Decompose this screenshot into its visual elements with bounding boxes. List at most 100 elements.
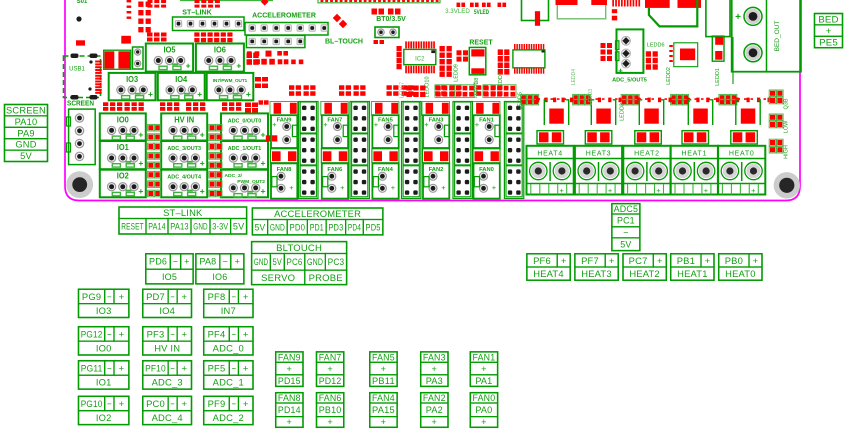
svg-text:PF5: PF5 (208, 362, 226, 373)
svg-text:HV IN: HV IN (174, 115, 194, 124)
svg-text:+: + (432, 417, 438, 427)
svg-text:PD0: PD0 (289, 222, 305, 233)
svg-text:HEAT0: HEAT0 (725, 268, 756, 279)
svg-text:FAN3: FAN3 (423, 352, 446, 362)
svg-text:+: + (119, 291, 125, 302)
svg-text:IO3: IO3 (126, 75, 139, 84)
svg-text:+: + (138, 129, 143, 139)
svg-text:ADC_4/OUT4: ADC_4/OUT4 (167, 175, 201, 181)
svg-text:+: + (197, 89, 202, 99)
svg-text:PA8: PA8 (199, 257, 216, 267)
svg-text:IO4: IO4 (175, 75, 188, 84)
svg-text:IN7: IN7 (221, 305, 236, 316)
svg-text:−: − (232, 398, 237, 409)
svg-text:+: + (235, 257, 240, 267)
svg-text:+: + (751, 186, 756, 195)
svg-text:+: + (181, 362, 187, 373)
svg-text:3-3V: 3-3V (212, 221, 229, 232)
svg-text:−: − (173, 257, 178, 267)
svg-text:PD1: PD1 (310, 222, 324, 233)
svg-text:FAN2: FAN2 (423, 393, 446, 403)
svg-text:+: + (735, 12, 741, 23)
svg-text:+: + (381, 364, 387, 374)
svg-text:+: + (236, 60, 241, 70)
svg-text:IC2: IC2 (415, 57, 425, 63)
svg-text:PF8: PF8 (208, 291, 226, 302)
svg-text:PG12: PG12 (81, 328, 103, 339)
svg-text:PB1: PB1 (677, 255, 695, 266)
svg-text:+: + (119, 362, 125, 373)
svg-text:HV IN: HV IN (154, 342, 180, 353)
svg-text:PC3: PC3 (328, 257, 345, 268)
svg-text:FAN7: FAN7 (327, 117, 342, 123)
svg-text:+: + (243, 362, 249, 373)
svg-text:FAN9: FAN9 (277, 117, 293, 123)
svg-text:+: + (261, 186, 266, 196)
svg-text:RESET: RESET (469, 40, 493, 47)
svg-text:IO6: IO6 (214, 46, 227, 55)
svg-text:PD15: PD15 (278, 376, 301, 386)
svg-text:PD3: PD3 (328, 222, 343, 233)
svg-text:FAN5: FAN5 (378, 117, 394, 123)
svg-text:PA14: PA14 (148, 221, 166, 232)
svg-text:+: + (200, 158, 205, 168)
svg-text:PF4: PF4 (208, 328, 226, 339)
svg-text:−: − (170, 362, 175, 373)
svg-text:HEAT3: HEAT3 (586, 151, 612, 158)
svg-text:+: + (246, 89, 251, 99)
svg-text:FAN4: FAN4 (378, 167, 394, 173)
svg-text:+: + (119, 398, 125, 409)
svg-text:+: + (186, 60, 191, 70)
svg-text:PD12: PD12 (319, 376, 342, 386)
svg-text:PF9: PF9 (208, 398, 226, 409)
svg-text:PB10: PB10 (319, 405, 342, 415)
svg-text:GND: GND (15, 140, 36, 150)
svg-text:LEDC3: LEDC3 (473, 82, 479, 98)
svg-text:FAN2: FAN2 (429, 167, 444, 173)
svg-text:ADC_3: ADC_3 (152, 377, 183, 388)
svg-text:PB0: PB0 (725, 255, 743, 266)
svg-text:ADC_3/OUT3: ADC_3/OUT3 (167, 146, 201, 152)
svg-text:HEAT2: HEAT2 (634, 151, 660, 158)
svg-text:PG11: PG11 (81, 362, 103, 373)
svg-text:PA1: PA1 (475, 376, 492, 386)
svg-text:3.3VLED: 3.3VLED (445, 8, 470, 15)
svg-text:−: − (107, 398, 112, 409)
svg-text:ADC5: ADC5 (614, 204, 638, 214)
svg-text:+: + (374, 120, 379, 129)
svg-text:+: + (138, 158, 143, 168)
svg-text:IO6: IO6 (212, 272, 227, 282)
svg-text:PB11: PB11 (372, 376, 395, 386)
svg-text:SERVO: SERVO (261, 273, 295, 284)
svg-text:FAN8: FAN8 (278, 393, 301, 403)
svg-text:+: + (704, 186, 709, 195)
svg-text:HIGH: HIGH (784, 145, 790, 159)
svg-text:IO2: IO2 (96, 412, 112, 423)
svg-text:LEDD3: LEDD3 (588, 89, 594, 105)
svg-text:FAN6: FAN6 (319, 393, 342, 403)
svg-text:PA9: PA9 (17, 128, 34, 138)
svg-text:BL–TOUCH: BL–TOUCH (325, 39, 363, 46)
svg-text:IO5: IO5 (164, 46, 177, 55)
svg-text:+: + (475, 120, 480, 129)
svg-text:FAN1: FAN1 (479, 117, 495, 123)
svg-text:+: + (327, 364, 333, 374)
svg-text:BLTOUCH: BLTOUCH (276, 243, 322, 254)
svg-text:−: − (107, 362, 112, 373)
svg-text:BED_OUT: BED_OUT (774, 21, 781, 52)
svg-text:HEAT2: HEAT2 (629, 268, 660, 279)
svg-text:PF7: PF7 (581, 255, 599, 266)
svg-text:+: + (243, 398, 249, 409)
svg-text:USB1: USB1 (69, 67, 85, 73)
svg-text:+: + (200, 129, 205, 139)
svg-text:−: − (170, 398, 175, 409)
svg-text:HEAT1: HEAT1 (677, 268, 708, 279)
svg-text:PD7: PD7 (146, 291, 165, 302)
svg-text:HEAT1: HEAT1 (682, 151, 708, 158)
svg-text:IO2: IO2 (117, 172, 130, 181)
svg-text:HEAT4: HEAT4 (533, 268, 564, 279)
svg-text:LEDD8: LEDD8 (474, 78, 480, 96)
svg-text:ADC_0: ADC_0 (213, 342, 244, 353)
svg-text:FAN7: FAN7 (319, 352, 342, 362)
svg-text:+: + (261, 158, 266, 168)
